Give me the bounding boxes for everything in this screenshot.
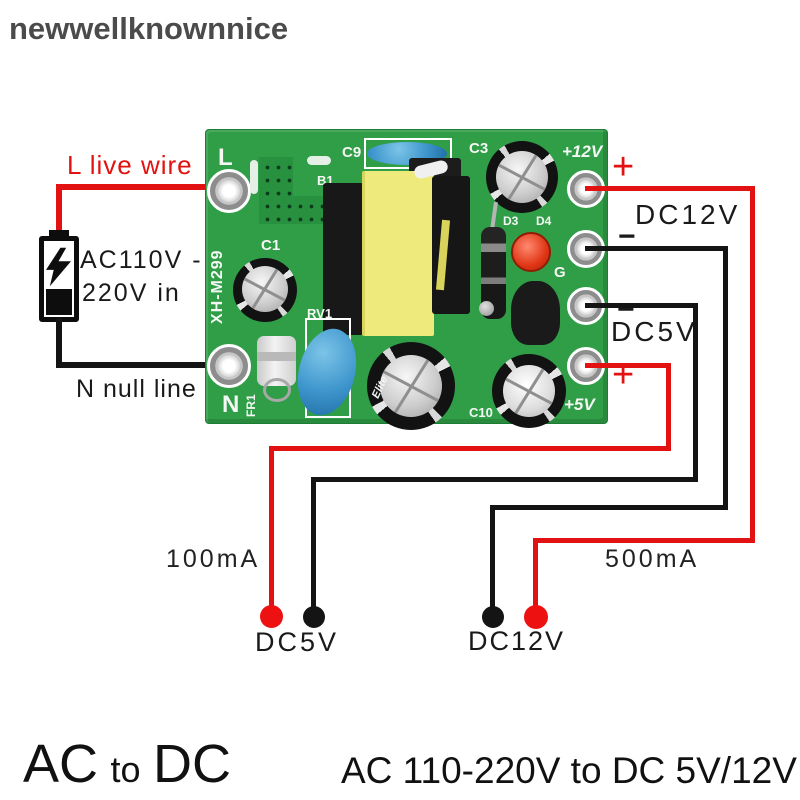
lightning-bolt-icon [46, 247, 71, 287]
null-wire-segment-v [56, 318, 62, 367]
wire-5v-plus-h2 [271, 446, 671, 451]
silkscreen-n: N [222, 391, 240, 418]
footer-ac: AC [23, 734, 99, 794]
battery-charge-fill [46, 289, 72, 315]
live-wire-segment-h [56, 184, 232, 190]
silkscreen-d4: D4 [536, 214, 552, 228]
probe-dot-5v-plus [260, 605, 283, 628]
silkscreen-g: G [554, 264, 566, 281]
wire-5v-minus-h1 [585, 303, 698, 308]
wire-5v-plus-v2 [269, 446, 274, 611]
silkscreen-rv1: RV1 [307, 306, 333, 321]
wire-5v-minus-h2 [313, 477, 698, 482]
silkscreen-c3: C3 [469, 140, 489, 157]
wire-5v-plus-v1 [666, 363, 671, 451]
current-label-12v: 500mA [605, 545, 700, 573]
minus-sign-12v: − [618, 220, 636, 253]
live-wire-segment-v [56, 184, 62, 237]
wire-5v-minus-v2 [311, 477, 316, 611]
capacitor-c11-top [380, 355, 442, 417]
dc5v-output-label: DC5V [611, 316, 698, 347]
silkscreen-c1: C1 [261, 237, 281, 254]
minus-sign-5v: − [617, 293, 635, 326]
ac-source-label-line2: 220V in [82, 279, 181, 307]
plus-sign-12v: + [612, 146, 635, 188]
current-label-5v: 100mA [166, 545, 261, 573]
battery-terminal [49, 230, 69, 238]
footer-caption: AC 110-220V to DC 5V/12V [341, 750, 797, 791]
null-line-label: N null line [76, 375, 197, 403]
wire-12v-plus-h1 [585, 186, 755, 191]
lead-label-dc12v: DC12V [468, 626, 566, 656]
silkscreen-d3: D3 [503, 214, 519, 228]
plus-sign-5v: + [612, 354, 635, 396]
pcb-board: L N C9 B1 C1 XH-M299 C3 +12V D3 D4 G [205, 129, 608, 430]
silkscreen-pill-horizontal [307, 156, 331, 165]
footer-to: to [110, 749, 141, 790]
wire-12v-minus-h2 [492, 505, 728, 510]
silkscreen-c10: C10 [469, 405, 493, 420]
capacitor-c1-top [242, 266, 288, 312]
solder-pad-null [207, 344, 251, 388]
lead-label-dc5v: DC5V [255, 627, 340, 657]
live-wire-label: L live wire [67, 150, 193, 180]
footer-dc: DC [152, 734, 231, 794]
transformer-bobbin-yellow [362, 171, 434, 336]
null-wire-segment-h [56, 362, 234, 368]
c9-outline [364, 138, 452, 169]
capacitor-c10-top [503, 365, 555, 417]
probe-dot-12v-minus [482, 606, 504, 628]
fr1-band [257, 352, 296, 361]
fr1-wire-loop [263, 378, 291, 402]
transformer-core-left [323, 183, 364, 335]
silkscreen-pill-vertical [250, 160, 258, 194]
rv1-capacitor-blue [289, 322, 365, 422]
silkscreen-c9: C9 [342, 144, 362, 161]
silkscreen-plus5v: +5V [564, 395, 595, 414]
solder-joint-dot [479, 301, 494, 316]
wire-12v-plus-v2 [533, 538, 538, 612]
wire-12v-minus-v1 [723, 246, 728, 510]
solder-pad-live [207, 169, 251, 213]
wire-5v-plus-h1 [585, 363, 671, 368]
ac-source-label-line1: AC110V - [80, 246, 203, 274]
fuse-resistor-fr1 [257, 336, 296, 386]
wire-12v-minus-h1 [585, 246, 728, 251]
silkscreen-l: L [218, 144, 233, 171]
dc12v-output-label: DC12V [635, 199, 741, 230]
silkscreen-plus12v: +12V [562, 142, 603, 161]
probe-dot-12v-plus [524, 605, 548, 629]
wire-12v-minus-v2 [490, 505, 495, 611]
transistor-u4 [511, 281, 560, 345]
transformer-core-right [432, 176, 470, 314]
led-red [511, 232, 551, 272]
silkscreen-model: XH-M299 [209, 249, 226, 324]
silkscreen-fr1: FR1 [244, 394, 258, 417]
diode-lead [490, 201, 498, 231]
capacitor-c3-top [496, 151, 548, 203]
wire-5v-minus-v1 [693, 303, 698, 482]
probe-dot-5v-minus [303, 606, 325, 628]
watermark: newwellknownnice [9, 11, 289, 46]
wire-12v-plus-h2 [535, 538, 755, 543]
footer-title: AC to DC [23, 734, 231, 794]
wire-12v-plus-v1 [750, 186, 755, 543]
